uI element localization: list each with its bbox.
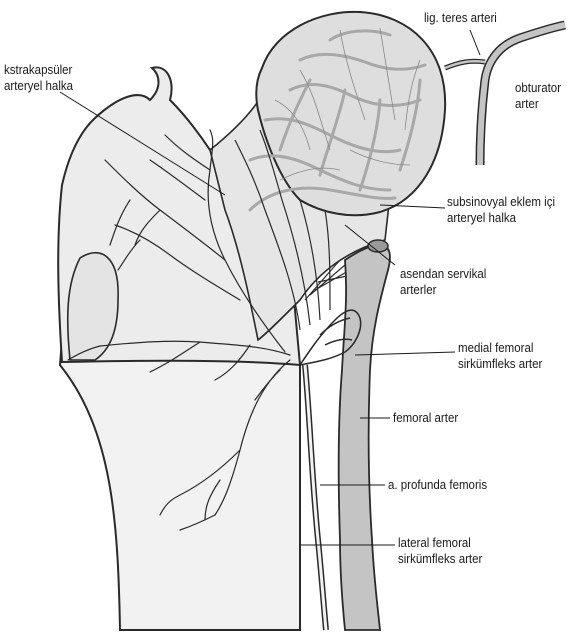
label-subsynovial-ring: subsinovyal eklem içi arteryel halka bbox=[447, 194, 555, 226]
label-lig-teres-artery: lig. teres arteri bbox=[424, 10, 497, 26]
label-lateral-circumflex: lateral femoral sirkümfleks arter bbox=[398, 535, 482, 567]
label-obturator-artery: obturator arter bbox=[515, 80, 561, 112]
label-extracapsular-ring: kstrakapsüler arteryel halka bbox=[4, 62, 73, 94]
label-ascending-cervical: asendan servikal arterler bbox=[400, 266, 486, 298]
label-profunda-femoris: a. profunda femoris bbox=[388, 477, 487, 493]
label-medial-circumflex: medial femoral sirkümfleks arter bbox=[458, 340, 542, 372]
label-femoral-artery: femoral arter bbox=[393, 410, 458, 426]
femoral-artery bbox=[339, 240, 390, 630]
